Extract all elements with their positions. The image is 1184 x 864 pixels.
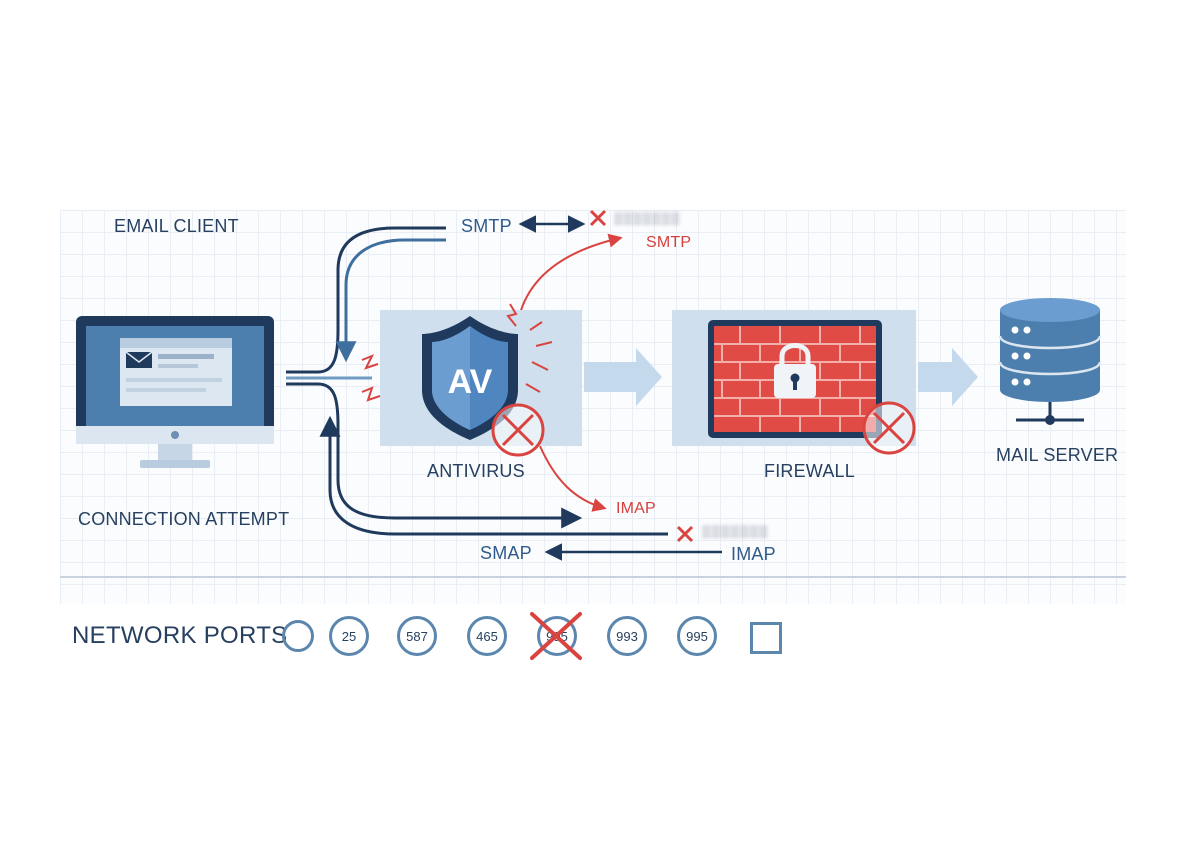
imap-blocked-label: IMAP (616, 500, 656, 517)
imap-return-label: IMAP (731, 544, 776, 564)
port-label: 995 (686, 628, 708, 644)
diagram-panel (60, 210, 1126, 604)
port-empty-circle (282, 620, 314, 652)
port-label: 993 (616, 628, 638, 644)
obscured-text-2: ▒▒▒▒▒▒▒ (702, 524, 769, 538)
lower-outer-flow-line (317, 382, 583, 529)
antivirus-label: ANTIVIRUS (427, 461, 525, 481)
alert-spark-icon (361, 303, 553, 402)
smtp-blocked-curve (517, 233, 623, 323)
smtp-blocked-label: SMTP (646, 234, 692, 251)
connection-attempt-label: CONNECTION ATTEMPT (78, 509, 290, 529)
network-ports-title: NETWORK PORTS (72, 622, 288, 649)
port-badge: 465 (467, 616, 507, 656)
firewall-label: FIREWALL (764, 461, 855, 481)
section-divider (60, 576, 1126, 578)
port-badge: 25 (329, 616, 369, 656)
port-label: 25 (341, 628, 357, 644)
email-client-label: EMAIL CLIENT (114, 216, 239, 236)
upper-outer-flow-line (317, 226, 446, 374)
obscured-text: ▒▒▒▒▒▒▒ (614, 211, 681, 225)
port-badge: 587 (397, 616, 437, 656)
imap-block-x-icon (676, 525, 694, 543)
smap-flow-label: SMAP (480, 543, 532, 563)
lower-inner-flow-line (319, 415, 668, 536)
port-empty-square (750, 622, 782, 654)
imap-blocked-curve (539, 445, 607, 512)
firewall-blocked-icon (862, 401, 916, 455)
computer-icon (76, 316, 274, 468)
shield-icon (422, 316, 518, 440)
av-blocked-icon (491, 403, 545, 457)
av-to-firewall-arrow (584, 348, 662, 406)
firewall-to-server-arrow (918, 348, 978, 406)
padlock-icon (774, 343, 816, 398)
mail-server-label: MAIL SERVER (996, 445, 1119, 465)
av-text: AV (448, 363, 493, 401)
port-badge: 993 (607, 616, 647, 656)
mail-server-database-icon (998, 298, 1102, 425)
port-label: 587 (406, 628, 428, 644)
port-badge: 995 (677, 616, 717, 656)
port-blocked-x-icon (530, 612, 582, 660)
smtp-flow-label: SMTP (461, 216, 512, 236)
upper-inner-flow-line (335, 238, 446, 363)
port-label: 465 (476, 628, 498, 644)
smtp-block-x-icon (589, 209, 607, 227)
